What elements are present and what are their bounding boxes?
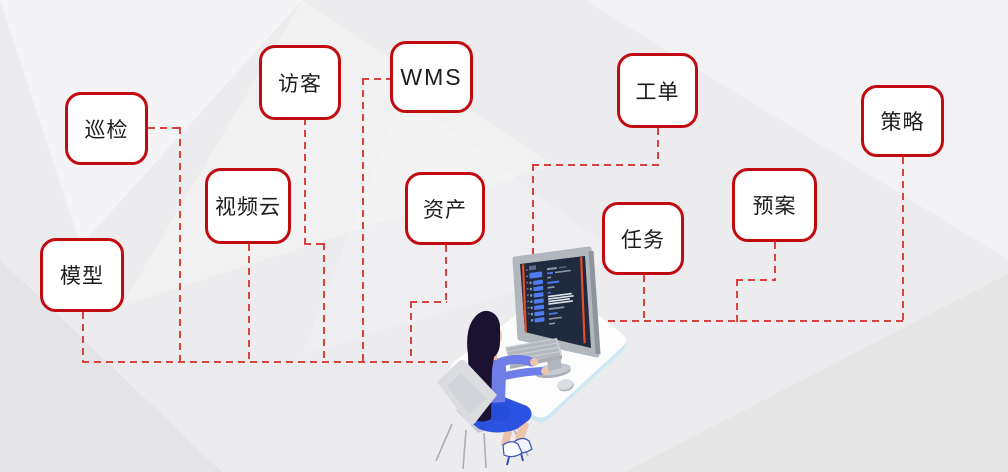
connector-xunjian-h [148, 127, 181, 129]
node-renwu: 任务 [602, 202, 684, 275]
node-celue: 策略 [861, 85, 944, 157]
connector-yuan-v1 [774, 242, 776, 281]
connector-gongdan-v2 [532, 164, 534, 259]
node-gongdan: 工单 [617, 53, 698, 128]
monitor [512, 246, 601, 378]
connector-fangke-v1 [304, 118, 306, 245]
connector-celue [902, 157, 904, 322]
mouse [557, 379, 574, 392]
connector-fangke-v2 [323, 243, 325, 363]
node-moxing: 模型 [40, 238, 124, 312]
woman-illustration [466, 310, 549, 466]
connector-gongdan-h [532, 164, 659, 166]
connector-moxing [82, 312, 84, 363]
node-yuan: 预案 [732, 168, 817, 242]
shoe [502, 441, 523, 458]
chair-back [437, 360, 497, 425]
woman-arm [497, 367, 545, 381]
connector-renwu [643, 275, 645, 322]
connector-bus-left [82, 361, 448, 363]
connector-yuan-h [736, 279, 776, 281]
woman-arm [492, 354, 537, 369]
shoe-heel [506, 456, 510, 466]
connector-fangke-h [304, 243, 325, 245]
connector-shipinyun [248, 244, 250, 363]
woman-hand [530, 358, 538, 366]
chair-legs [435, 423, 529, 470]
woman-hand [541, 367, 549, 375]
connector-wms-v [362, 78, 364, 363]
node-zichan: 资产 [405, 172, 485, 245]
connector-zichan-h [410, 301, 447, 303]
shoe-heel [520, 452, 524, 462]
connector-yuan-v2 [736, 279, 738, 322]
connector-zichan-v1 [445, 245, 447, 303]
connector-wms-h [362, 78, 391, 80]
connector-gongdan-v1 [657, 128, 659, 166]
node-xunjian: 巡检 [65, 92, 148, 165]
node-fangke: 访客 [259, 45, 341, 120]
connector-bus-right [596, 320, 903, 322]
node-shipinyun: 视频云 [205, 168, 291, 244]
connector-zichan-v2 [410, 301, 412, 363]
node-wms: WMS [390, 41, 473, 113]
workstation-illustration [435, 246, 626, 470]
connector-xunjian-v [179, 127, 181, 363]
screen-code-content [521, 256, 588, 348]
